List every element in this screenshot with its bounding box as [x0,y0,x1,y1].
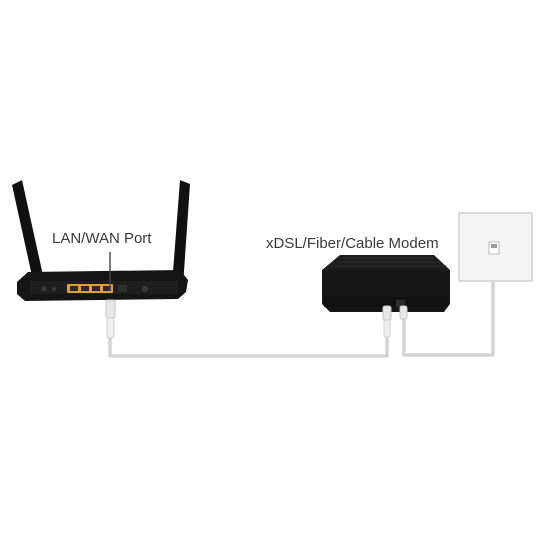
wireless-router-icon [12,180,190,339]
cables [108,253,495,358]
router-ethernet-plug [105,299,116,339]
right-antenna [172,180,190,286]
router-to-modem-cable [108,334,389,358]
modem-line-plug [399,305,408,320]
left-antenna [12,180,44,285]
modem-label: xDSL/Fiber/Cable Modem [266,235,439,252]
modem-ethernet-plug [382,305,392,338]
wall-socket-icon [458,212,533,282]
modem-to-wall-cable [402,253,495,357]
lan-wan-port-label: LAN/WAN Port [52,230,152,247]
lan-wan-ports [67,284,113,293]
modem-icon [322,255,450,338]
